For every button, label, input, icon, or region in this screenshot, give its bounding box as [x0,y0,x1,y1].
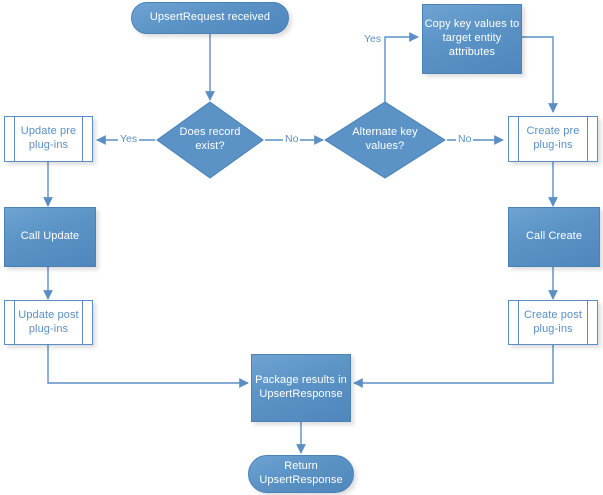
node-create-post-plugins[interactable]: Create post plug-ins [508,300,598,345]
node-label-line1: Alternate key [352,126,418,139]
node-return-upsert-response[interactable]: Return UpsertResponse [248,455,354,493]
node-label-line1: Does record [179,126,241,139]
node-label-line1: Return [284,460,318,473]
node-label-line2: plug-ins [533,139,573,151]
node-label-line2: values? [365,140,405,152]
node-update-post-plugins[interactable]: Update post plug-ins [4,300,93,345]
node-label-line1: Create post [524,308,582,321]
node-label-line2: UpsertResponse [259,388,343,400]
node-label: Alternate key values? [340,126,429,154]
node-label: Create post plug-ins [512,309,594,337]
node-alternate-key-values[interactable]: Alternate key values? [323,100,447,180]
node-label-line2: plug-ins [533,322,573,335]
node-label-line2: exist? [195,140,225,152]
node-upsert-request-received[interactable]: UpsertRequest received [131,2,289,34]
node-label: Call Create [525,230,583,243]
node-label: UpsertRequest received [149,11,271,24]
node-label-line1: Copy key values to [424,18,520,31]
edge-label-yes-record-exists: Yes [118,133,140,145]
node-label-line2: plug-ins [28,139,69,151]
node-label: Update pre plug-ins [9,125,88,153]
node-label-line1: Create pre [526,125,580,138]
edge-label-no-record-exists: No [283,133,301,145]
node-create-pre-plugins[interactable]: Create pre plug-ins [508,116,598,162]
node-label-line1: Package results in [255,374,347,387]
node-call-update[interactable]: Call Update [4,207,96,267]
node-label: Return UpsertResponse [259,460,342,488]
edge-label-yes-alt-key: Yes [362,33,384,45]
node-label: Package results in UpsertResponse [255,374,347,402]
node-label-line2: plug-ins [28,322,69,335]
node-label-line2: UpsertResponse [259,474,343,486]
edge-create-post-to-package [353,344,554,388]
node-copy-key-values[interactable]: Copy key values to target entity attribu… [422,4,522,74]
node-does-record-exist[interactable]: Does record exist? [155,100,265,180]
node-call-create[interactable]: Call Create [508,207,600,267]
node-label-line1: Update pre [20,125,77,138]
edge-copy-keys-to-create-pre [522,36,558,113]
node-label: Copy key values to target entity attribu… [425,18,520,59]
node-package-results[interactable]: Package results in UpsertResponse [251,354,351,422]
edge-update-post-to-package [47,344,249,388]
edge-label-no-alt-key: No [456,133,474,145]
node-label-line1: Update post [18,308,79,321]
node-label: Create pre plug-ins [515,125,592,153]
node-update-pre-plugins[interactable]: Update pre plug-ins [4,116,93,162]
diamond-shape [156,101,264,179]
node-label: Does record exist? [170,126,249,154]
diamond-shape [324,101,446,179]
node-label-line2: target entity [442,32,502,45]
node-label: Update post plug-ins [6,309,90,337]
node-label-line3: attributes [448,45,496,58]
node-label: Call Update [20,230,80,243]
